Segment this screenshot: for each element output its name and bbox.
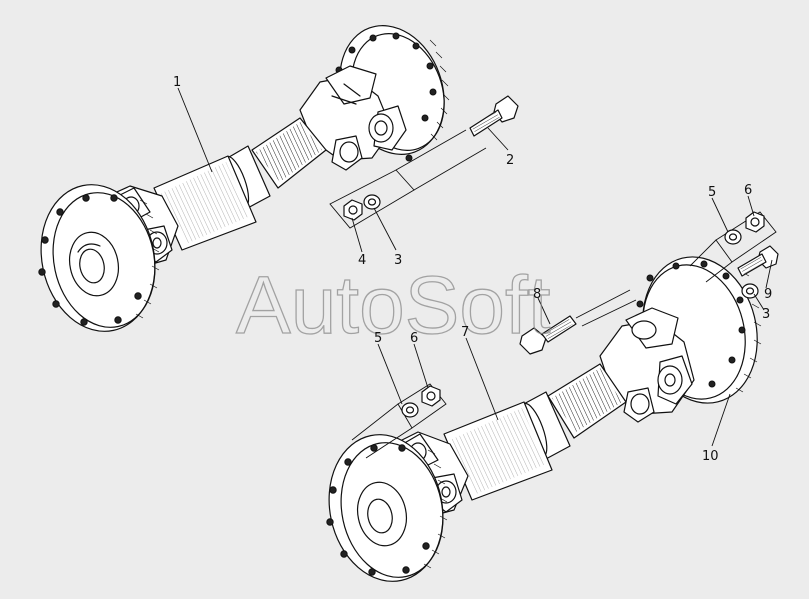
lower-shaft-tube xyxy=(443,401,553,501)
callout-7: 7 xyxy=(461,325,469,340)
watermark-text: AutoSoft xyxy=(236,260,551,351)
upper-front-flange xyxy=(38,184,160,332)
callout-4: 4 xyxy=(358,253,366,268)
lower-left-washer xyxy=(401,402,419,418)
lower-right-bracket-leader xyxy=(689,239,733,283)
upper-shaft-assembly xyxy=(38,25,450,332)
callout-5-right: 5 xyxy=(708,185,716,200)
lower-right-bolt xyxy=(737,245,779,277)
callout-8: 8 xyxy=(533,287,541,302)
lower-front-flange xyxy=(326,434,448,582)
callout-leaders xyxy=(177,87,773,447)
callout-6-left: 6 xyxy=(410,331,418,346)
lower-right-hardware-bracket xyxy=(715,211,777,263)
callout-9: 9 xyxy=(764,287,772,302)
upper-nut xyxy=(343,199,363,221)
callout-3-right: 3 xyxy=(762,307,770,322)
callout-10: 10 xyxy=(702,449,719,464)
lower-right-nut xyxy=(745,211,765,233)
upper-washer xyxy=(363,194,381,210)
lower-shaft-assembly xyxy=(326,256,762,582)
lower-left-nut xyxy=(421,385,441,407)
lower-long-bolt xyxy=(519,315,577,355)
callout-6-right: 6 xyxy=(744,183,752,198)
callout-2: 2 xyxy=(506,153,514,168)
lower-left-bracket-leader xyxy=(351,403,413,459)
upper-rear-universal-joint xyxy=(299,65,413,171)
bracket-leader-upper xyxy=(395,129,487,191)
lower-long-bolt-leader xyxy=(575,289,637,327)
lower-left-hardware-bracket xyxy=(397,383,447,429)
callout-1: 1 xyxy=(173,75,181,90)
upper-bolt xyxy=(469,95,519,137)
callout-labels: 1 2 4 3 5 6 9 3 8 7 5 6 10 xyxy=(173,75,772,464)
lower-right-washer xyxy=(724,229,742,245)
callout-3-upper: 3 xyxy=(394,253,402,268)
callout-5-left: 5 xyxy=(374,331,382,346)
lower-rear-universal-joint xyxy=(599,307,695,423)
upper-shaft-tube xyxy=(153,155,257,251)
